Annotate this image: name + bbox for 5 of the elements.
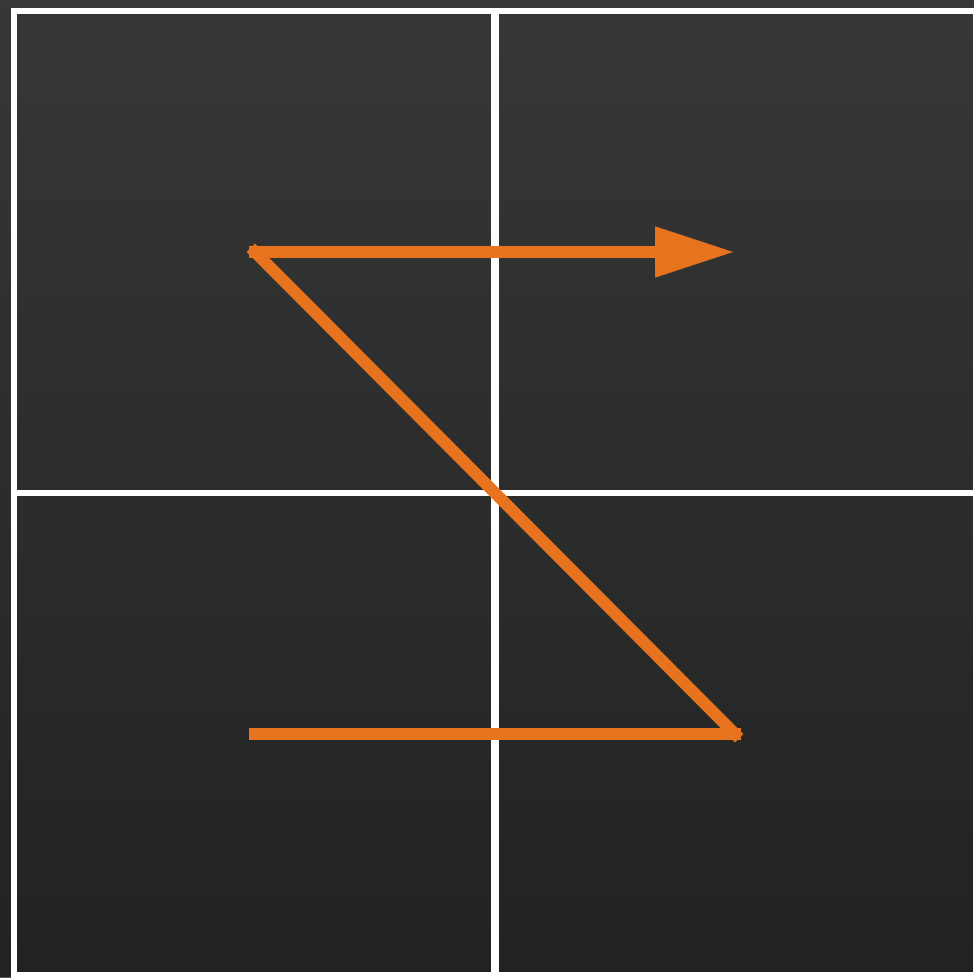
grid-cell — [491, 490, 974, 978]
path-line — [249, 728, 741, 740]
grid-cell — [11, 8, 499, 496]
path-line — [249, 246, 741, 740]
grid-cell — [11, 490, 499, 978]
